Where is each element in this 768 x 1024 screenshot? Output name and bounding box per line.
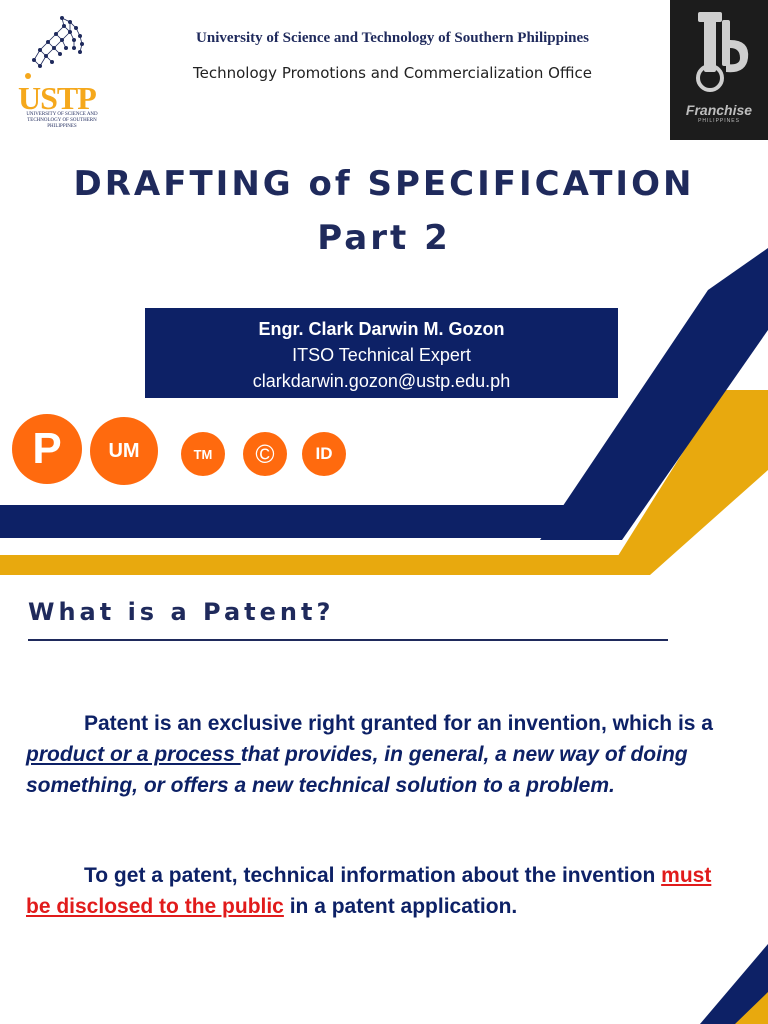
utility-model-icon: UM xyxy=(90,417,158,485)
paragraph-text: Patent is an exclusive right granted for… xyxy=(84,712,713,735)
section-heading: What is a Patent? xyxy=(28,598,335,626)
presenter-role: ITSO Technical Expert xyxy=(292,345,471,365)
ustp-logo-wordmark: USTP xyxy=(18,80,97,116)
page-title: DRAFTING of SPECIFICATION xyxy=(73,164,695,204)
ustp-logo: USTP UNIVERSITY OF SCIENCE AND TECHNOLOG… xyxy=(14,4,114,129)
paragraph-text: To get a patent, technical information a… xyxy=(84,864,662,887)
its-franchise-logo: Franchise PHILIPPINES xyxy=(670,0,768,140)
its-logo-text: Franchise xyxy=(685,102,753,118)
patent-icon: P xyxy=(12,414,82,484)
university-name: University of Science and Technology of … xyxy=(196,30,589,46)
emphasis-text: product or a process xyxy=(26,743,241,766)
ustp-logo-subtext: UNIVERSITY OF SCIENCE AND TECHNOLOGY OF … xyxy=(26,112,98,129)
page-subtitle: Part 2 xyxy=(317,218,451,258)
presenter-box: Engr. Clark Darwin M. Gozon ITSO Technic… xyxy=(145,308,618,398)
patent-disclosure-paragraph: To get a patent, technical information a… xyxy=(26,860,726,922)
industrial-design-icon: ID xyxy=(302,432,346,476)
patent-definition-paragraph: Patent is an exclusive right granted for… xyxy=(26,708,726,801)
gold-corner-band xyxy=(735,992,768,1024)
presenter-name: Engr. Clark Darwin M. Gozon xyxy=(258,319,505,339)
copyright-icon: © xyxy=(243,432,287,476)
presenter-email: clarkdarwin.gozon@ustp.edu.ph xyxy=(252,371,511,391)
navy-corner-band xyxy=(700,944,768,1024)
paragraph-text: in a patent application. xyxy=(283,895,518,918)
ustp-network-emblem-icon xyxy=(25,16,84,79)
gold-horizontal-band xyxy=(0,555,640,575)
highlight-text: must be disclosed to the public xyxy=(26,864,712,918)
paragraph-text: that provides, in general, a new way of … xyxy=(26,743,688,797)
trademark-icon: TM xyxy=(181,432,225,476)
section-divider xyxy=(28,639,668,641)
its-emblem-icon xyxy=(696,12,749,92)
its-logo-subtext: PHILIPPINES xyxy=(698,118,740,124)
navy-horizontal-band xyxy=(0,505,592,538)
office-name: Technology Promotions and Commercializat… xyxy=(193,64,592,82)
gold-diagonal-band xyxy=(606,390,768,575)
